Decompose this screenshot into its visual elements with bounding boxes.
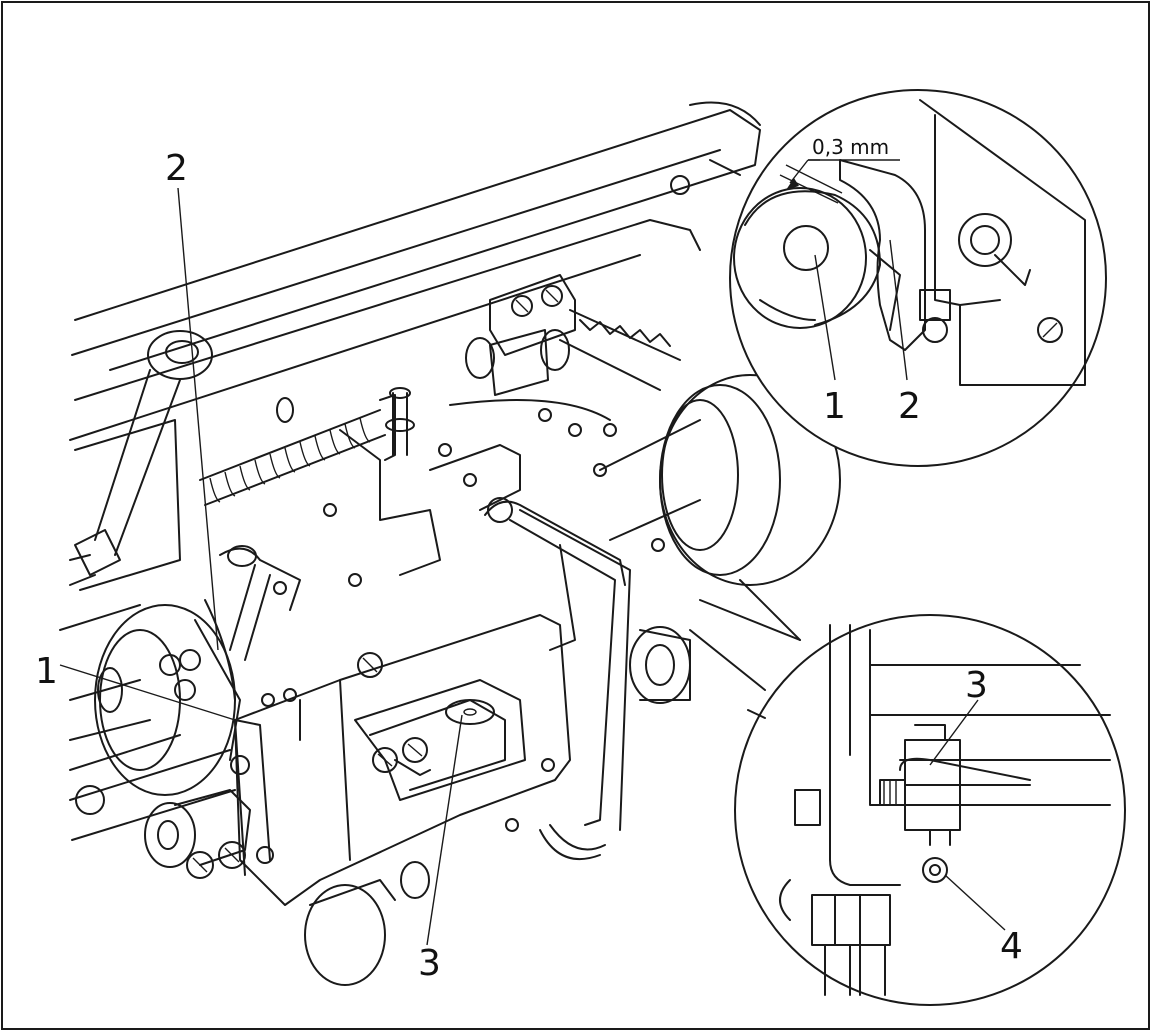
callout-detail-top-2: 2 (898, 386, 921, 427)
callout-main-3: 3 (418, 943, 441, 984)
leader-lines (59, 187, 1006, 946)
detail-circle-thread-guide (734, 614, 1126, 1006)
callout-detail-bottom-3: 3 (965, 665, 988, 706)
detail-circle-hook-gap (729, 89, 1107, 467)
callout-gap-dimension: 0,3 mm (812, 135, 889, 159)
callout-main-1: 1 (35, 651, 58, 692)
callout-detail-top-1: 1 (823, 386, 846, 427)
machine-assembly (59, 101, 841, 986)
callout-main-2: 2 (165, 148, 188, 189)
callout-detail-bottom-4: 4 (1000, 926, 1023, 967)
